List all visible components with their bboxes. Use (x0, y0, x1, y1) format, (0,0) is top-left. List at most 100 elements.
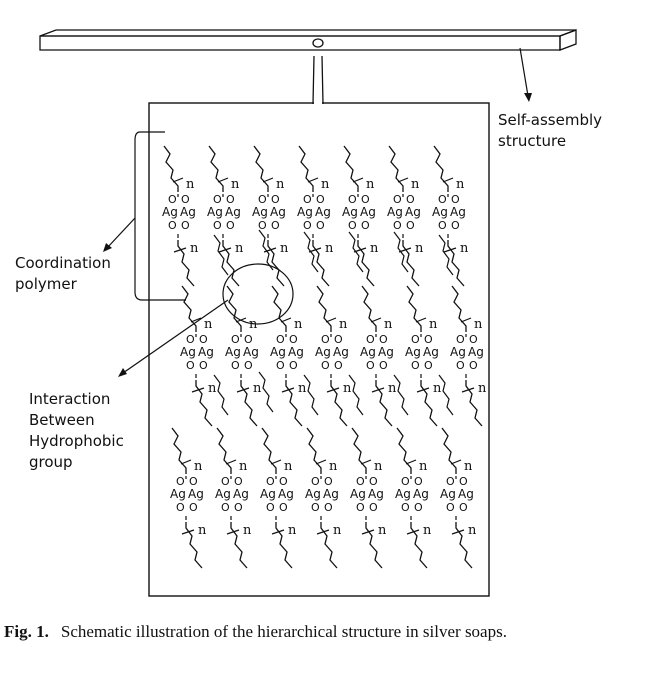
oxygen-atom: O (231, 333, 240, 346)
chain-bond (236, 387, 250, 393)
alkyl-chain (455, 522, 473, 569)
oxygen-atom: O (393, 193, 402, 206)
oxygen-atom: O (451, 193, 460, 206)
chain-bond (370, 317, 382, 323)
interdigitated-chain (393, 231, 409, 273)
oxygen-atom: O (213, 219, 222, 232)
oxygen-atom: O (213, 193, 222, 206)
silver-atom: Ag (288, 345, 304, 359)
alkyl-chain (298, 145, 314, 192)
oxygen-atom: O (424, 359, 433, 372)
oxygen-atom: O (379, 333, 388, 346)
repeat-unit-n: n (339, 317, 348, 332)
interdigitated-chain (348, 374, 364, 416)
chain-bond (442, 177, 454, 183)
alkyl-chain (208, 145, 224, 192)
repeat-unit-n: n (321, 177, 330, 192)
chain-bond (217, 177, 229, 183)
chain-bond (406, 529, 420, 535)
self-assembly-bar (39, 29, 577, 105)
alkyl-chain (171, 427, 187, 474)
oxygen-atom: O (271, 193, 280, 206)
silver-atom: Ag (360, 205, 376, 219)
oxygen-atom: O (456, 359, 465, 372)
oxygen-atom: O (469, 359, 478, 372)
chain-bond (352, 177, 364, 183)
alkyl-chain (177, 240, 195, 287)
interdigitated-chain (303, 374, 319, 416)
oxygen-atom: O (469, 333, 478, 346)
silver-atom: Ag (450, 345, 466, 359)
self-assembly-arrowhead (524, 93, 532, 102)
oxygen-atom: O (271, 219, 280, 232)
interdigitated-chain (213, 374, 229, 416)
silver-atom: Ag (297, 205, 313, 219)
repeat-unit-n: n (429, 317, 438, 332)
oxygen-atom: O (289, 359, 298, 372)
repeat-unit-n: n (388, 381, 397, 396)
silver-atom: Ag (342, 205, 358, 219)
repeat-unit-n: n (423, 523, 432, 538)
oxygen-atom: O (361, 219, 370, 232)
oxygen-atom: O (414, 501, 423, 514)
silver-atom: Ag (315, 205, 331, 219)
oxygen-atom: O (324, 475, 333, 488)
oxygen-atom: O (456, 333, 465, 346)
oxygen-atom: O (176, 501, 185, 514)
chain-bond (180, 459, 192, 465)
oxygen-atom: O (186, 333, 195, 346)
chain-bond (361, 529, 375, 535)
repeat-unit-n: n (235, 241, 244, 256)
oxygen-atom: O (459, 475, 468, 488)
chain-bond (262, 177, 274, 183)
repeat-unit-n: n (378, 523, 387, 538)
repeat-unit-n: n (198, 523, 207, 538)
repeat-unit-n: n (468, 523, 477, 538)
silver-atom: Ag (440, 487, 456, 501)
repeat-unit-n: n (204, 317, 213, 332)
repeat-unit-n: n (433, 381, 442, 396)
silver-atom: Ag (387, 205, 403, 219)
silver-atom: Ag (368, 487, 384, 501)
repeat-unit-n: n (249, 317, 258, 332)
repeat-unit-n: n (329, 459, 338, 474)
silver-atom: Ag (225, 345, 241, 359)
alkyl-chain (396, 427, 412, 474)
figure-caption: Fig. 1.Schematic illustration of the hie… (4, 619, 636, 645)
alkyl-chain (275, 522, 293, 569)
alkyl-chain (447, 240, 465, 287)
repeat-unit-n: n (190, 241, 199, 256)
oxygen-atom: O (438, 219, 447, 232)
oxygen-atom: O (311, 501, 320, 514)
silver-atom: Ag (198, 345, 214, 359)
interdigitated-chain (258, 371, 274, 413)
chain-bond (218, 247, 232, 253)
chain-bond (263, 247, 277, 253)
chain-bond (360, 459, 372, 465)
silver-atom: Ag (180, 205, 196, 219)
oxygen-atom: O (258, 219, 267, 232)
repeat-unit-n: n (280, 241, 289, 256)
oxygen-atom: O (393, 219, 402, 232)
repeat-unit-n: n (366, 177, 375, 192)
oxygen-atom: O (303, 219, 312, 232)
oxygen-atom: O (258, 193, 267, 206)
oxygen-atom: O (289, 333, 298, 346)
oxygen-atom: O (276, 333, 285, 346)
repeat-unit-n: n (370, 241, 379, 256)
chain-bond (460, 317, 472, 323)
repeat-unit-n: n (288, 523, 297, 538)
alkyl-chain (195, 380, 213, 427)
alkyl-chain (375, 380, 393, 427)
chain-bond (280, 317, 292, 323)
repeat-unit-n: n (231, 177, 240, 192)
chain-bond (451, 529, 465, 535)
oxygen-atom: O (199, 333, 208, 346)
oxygen-atom: O (279, 501, 288, 514)
chain-bond (397, 177, 409, 183)
interdigitated-chain (303, 231, 319, 273)
repeat-unit-n: n (294, 317, 303, 332)
coordination-polymer-label: Coordination polymer (15, 254, 116, 293)
coordination-bracket (134, 131, 186, 301)
chain-bond (271, 529, 285, 535)
